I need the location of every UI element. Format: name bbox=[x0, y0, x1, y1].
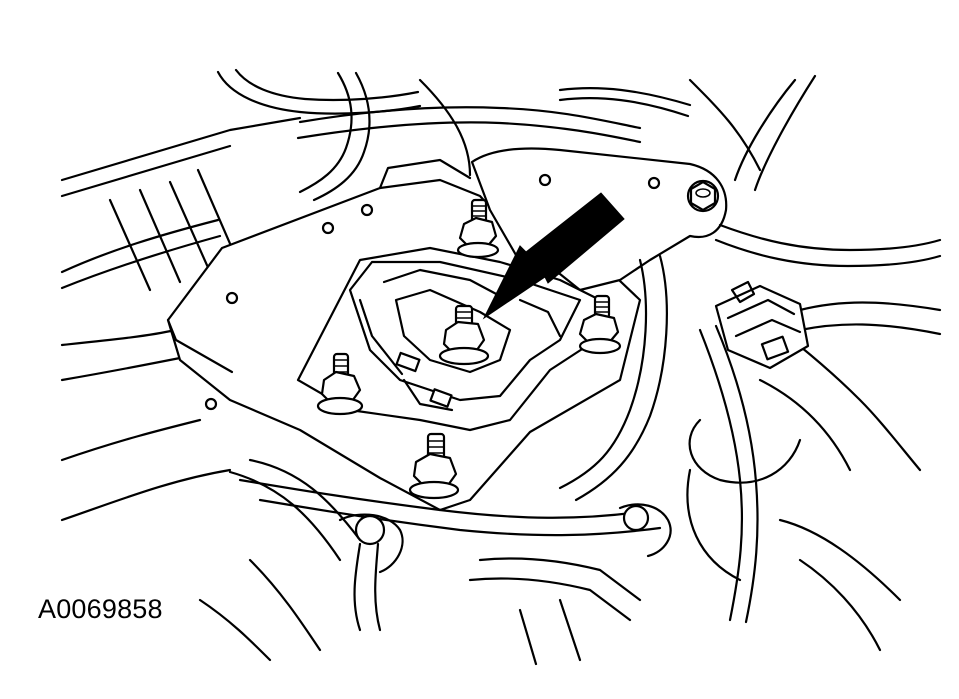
stud-nut-center bbox=[438, 304, 490, 366]
lower-components bbox=[198, 478, 902, 666]
background-hoses-upper bbox=[216, 68, 817, 202]
right-side-harness bbox=[558, 223, 942, 624]
stud-nut-right bbox=[578, 294, 622, 355]
callout-arrow bbox=[482, 192, 625, 320]
figure-id-label: A0069858 bbox=[38, 594, 163, 624]
stud-nut-top bbox=[456, 198, 500, 259]
stud-nut-left bbox=[316, 352, 364, 416]
stud-nut-bottom bbox=[408, 432, 460, 500]
